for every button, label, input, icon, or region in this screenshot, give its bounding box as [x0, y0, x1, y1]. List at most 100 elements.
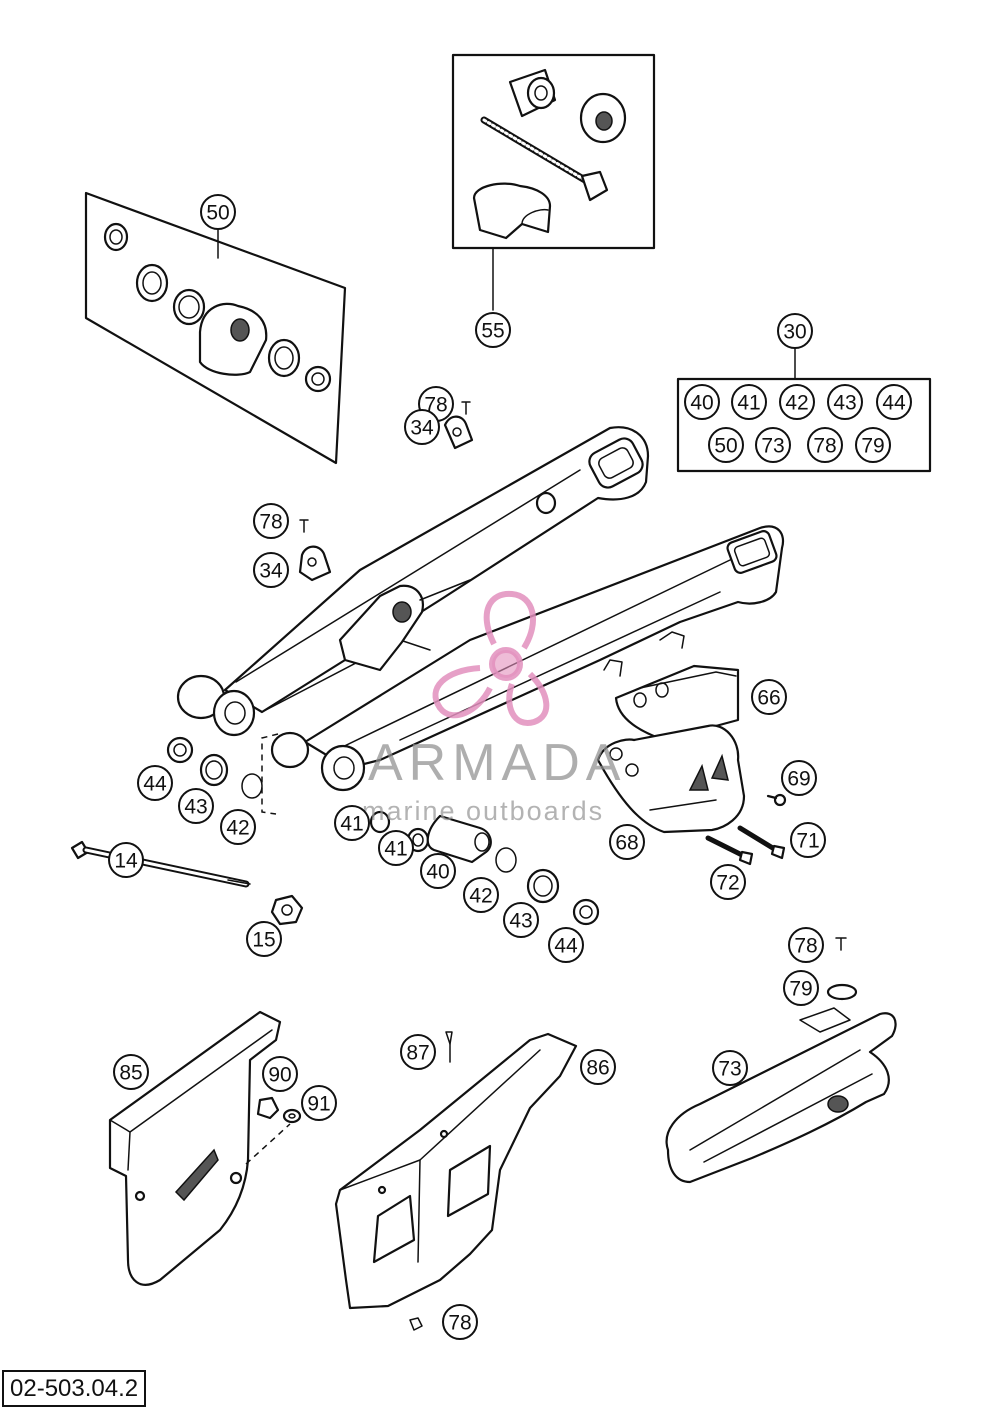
callout-79: 79 — [855, 427, 891, 463]
callout-label: 78 — [794, 935, 817, 958]
callout-label: 41 — [737, 392, 760, 415]
watermark-brand: ARMADA — [368, 734, 626, 792]
callout-label: 91 — [307, 1093, 330, 1116]
callout-66: 66 — [751, 679, 787, 715]
callout-42: 42 — [220, 809, 256, 845]
callout-41: 41 — [731, 384, 767, 420]
callout-label: 34 — [259, 560, 283, 583]
callout-label: 43 — [509, 910, 532, 933]
callout-44: 44 — [548, 927, 584, 963]
callout-34: 34 — [253, 552, 289, 588]
callout-label: 87 — [406, 1042, 429, 1065]
callout-90: 90 — [262, 1056, 298, 1092]
callout-label: 78 — [259, 511, 282, 534]
callout-label: 85 — [119, 1062, 142, 1085]
callout-label: 44 — [554, 935, 578, 958]
callout-55: 55 — [475, 312, 511, 348]
callout-label: 41 — [340, 813, 363, 836]
callout-44: 44 — [876, 384, 912, 420]
callout-label: 44 — [882, 392, 906, 415]
callout-43: 43 — [503, 902, 539, 938]
callout-42: 42 — [779, 384, 815, 420]
callout-label: 68 — [615, 832, 638, 855]
callout-34: 34 — [404, 409, 440, 445]
callout-label: 42 — [469, 885, 492, 908]
watermark: ARMADA marine outboards — [362, 590, 626, 826]
callout-40: 40 — [420, 853, 456, 889]
callout-label: 79 — [789, 978, 812, 1001]
callout-78: 78 — [253, 503, 289, 539]
cable-clips — [298, 401, 474, 582]
callout-label: 43 — [833, 392, 856, 415]
chain-guard-right — [334, 1031, 578, 1331]
callout-50: 50 — [708, 427, 744, 463]
callout-71: 71 — [790, 822, 826, 858]
callout-41: 41 — [378, 830, 414, 866]
callout-label: 30 — [783, 321, 806, 344]
callout-label: 43 — [184, 796, 207, 819]
callout-14: 14 — [108, 842, 144, 878]
callout-73: 73 — [755, 427, 791, 463]
callout-label: 34 — [410, 417, 434, 440]
callout-label: 41 — [384, 838, 407, 861]
callout-40: 40 — [684, 384, 720, 420]
callout-label: 78 — [813, 435, 836, 458]
callout-78: 78 — [442, 1304, 478, 1340]
watermark-tagline: marine outboards — [362, 796, 604, 826]
callout-label: 90 — [268, 1064, 291, 1087]
callout-43: 43 — [827, 384, 863, 420]
callout-43: 43 — [178, 788, 214, 824]
callout-86: 86 — [580, 1049, 616, 1085]
callout-label: 14 — [114, 850, 138, 873]
callout-label: 50 — [206, 202, 229, 225]
callout-label: 73 — [761, 435, 784, 458]
callout-72: 72 — [710, 864, 746, 900]
callout-44: 44 — [137, 765, 173, 801]
callout-label: 86 — [586, 1057, 609, 1080]
callout-label: 71 — [796, 830, 819, 853]
callout-78: 78 — [807, 427, 843, 463]
callout-label: 72 — [716, 872, 739, 895]
callout-68: 68 — [609, 824, 645, 860]
chain-slider — [665, 937, 897, 1184]
chain-guard-left — [108, 1010, 302, 1286]
callout-label: 55 — [481, 320, 504, 343]
callout-label: 42 — [785, 392, 808, 415]
callout-87: 87 — [400, 1034, 436, 1070]
callout-label: 69 — [787, 768, 810, 791]
callout-79: 79 — [783, 970, 819, 1006]
callout-label: 78 — [424, 394, 447, 417]
callout-label: 15 — [252, 929, 275, 952]
callout-73: 73 — [712, 1050, 748, 1086]
callout-15: 15 — [246, 921, 282, 957]
pivot-kit-panel — [451, 53, 656, 311]
kit-30-box — [676, 345, 932, 473]
callout-41: 41 — [334, 805, 370, 841]
swingarm-body — [176, 426, 785, 815]
callout-label: 50 — [714, 435, 737, 458]
callout-42: 42 — [463, 877, 499, 913]
callout-label: 42 — [226, 817, 249, 840]
bearing-kit-panel — [84, 191, 347, 465]
chain-guide-parts — [596, 664, 787, 866]
callout-91: 91 — [301, 1085, 337, 1121]
callout-85: 85 — [113, 1054, 149, 1090]
callout-label: 40 — [426, 861, 449, 884]
callout-50: 50 — [200, 194, 236, 230]
left-pivot-hardware — [70, 736, 304, 926]
callout-78: 78 — [788, 927, 824, 963]
propeller-icon — [432, 590, 550, 726]
callout-30: 30 — [777, 313, 813, 349]
callout-label: 44 — [143, 773, 167, 796]
callout-label: 66 — [757, 687, 780, 710]
callout-label: 78 — [448, 1312, 471, 1335]
callout-label: 40 — [690, 392, 713, 415]
right-pivot-hardware — [369, 810, 600, 926]
callout-69: 69 — [781, 760, 817, 796]
drawing-code: 02-503.04.2 — [2, 1370, 147, 1407]
callout-label: 79 — [861, 435, 884, 458]
callout-label: 73 — [718, 1058, 741, 1081]
